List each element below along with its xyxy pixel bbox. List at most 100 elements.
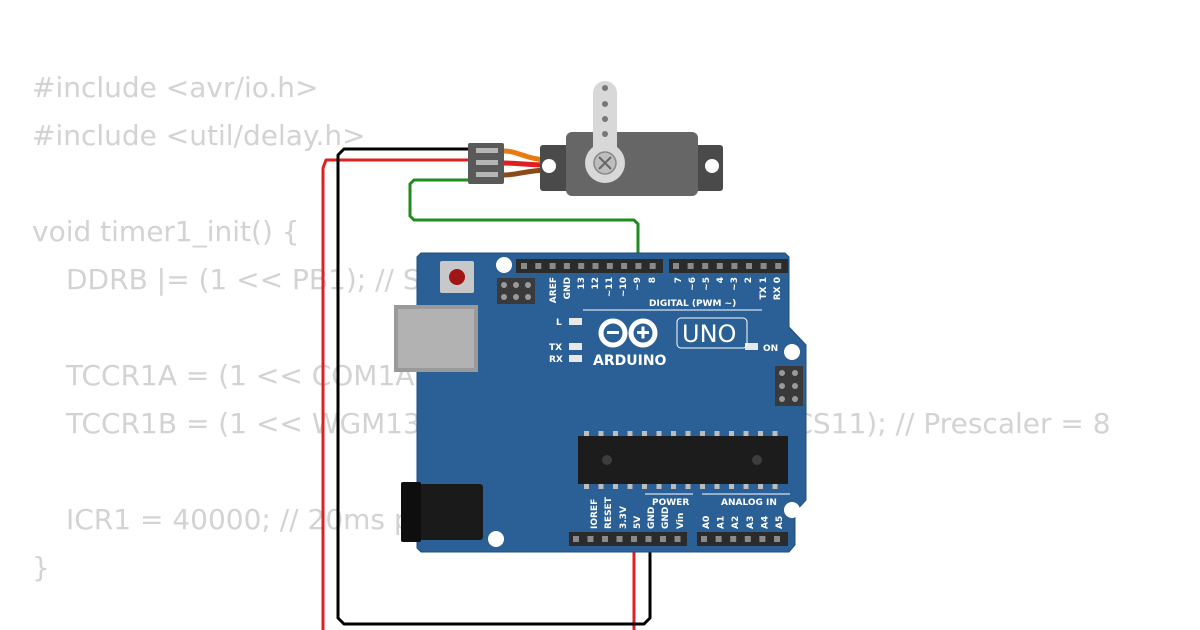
digital-header-left [516,259,663,273]
led-l: L [556,318,582,328]
brand-label: ARDUINO [593,353,667,369]
arduino-uno-board[interactable]: AREF GND 13 12 ~11 ~10 ~9 8 7 ~6 ~5 4 ~3 2 TX 1 RX 0 DI… [394,252,807,553]
icsp-header-top [497,278,535,304]
power-header [569,532,687,546]
pin-hole [578,263,585,269]
digital-pin-label: ~3 [730,277,740,291]
analog-header-label: ANALOG IN [721,498,777,508]
mounting-hole [784,502,800,518]
pin-hole [649,263,656,269]
model-badge [676,317,748,349]
digital-pin-holes [521,263,782,269]
digital-pin-label: ~11 [605,277,615,297]
digital-pin-label: 8 [648,277,658,283]
microcontroller-chip [578,431,788,489]
pin-hole [587,536,594,542]
analog-header [697,532,788,546]
digital-pin-label: TX 1 [759,277,769,299]
wire-gnd[interactable] [336,147,652,626]
pin-hole [730,536,737,542]
code-line: void timer1_init() { [32,215,300,248]
digital-pin-label: ~10 [619,277,629,297]
pin-hole [715,536,722,542]
servo-motor[interactable] [468,81,723,196]
digital-pin-labels: AREF GND 13 12 ~11 ~10 ~9 8 7 ~6 ~5 4 ~3 2 TX 1 RX 0 [549,277,783,303]
power-pin-label: GND [661,507,671,529]
led-on: ON [745,343,778,354]
svg-text:RX: RX [549,355,563,365]
pin-hole [774,536,780,542]
power-pin-label: Vin [676,513,686,529]
power-pin-label: GND [647,507,657,529]
pin-hole [775,263,782,269]
power-pin-label: RESET [604,496,614,529]
analog-pin-label: A2 [731,516,741,529]
pin-hole [716,263,723,269]
pin-hole [621,263,628,269]
code-line: } [32,551,50,584]
mounting-hole [784,344,800,360]
led-tx: TX [549,343,582,353]
pin-hole [521,263,527,269]
pin-hole [674,536,681,542]
power-pin-label: 5V [633,516,643,529]
digital-header-right [669,259,788,273]
digital-pin-label: 7 [674,277,684,283]
pin-hole [701,536,707,542]
analog-pin-label: A3 [746,516,756,529]
digital-pin-label: ~5 [702,277,712,291]
digital-pin-label: GND [563,277,573,299]
pin-hole [759,536,766,542]
svg-text:ON: ON [763,344,778,354]
pin-hole [631,536,637,542]
pin-hole [744,536,751,542]
pin-hole [687,263,694,269]
pin-hole [645,536,652,542]
digital-pin-label: RX 0 [773,277,783,300]
bottom-pin-holes [573,536,780,542]
analog-pin-label: A0 [702,516,712,529]
digital-pin-label: 13 [577,277,587,290]
analog-pin-label: A4 [760,516,770,529]
pin-hole [606,263,613,269]
usb-connector [394,305,478,372]
digital-pin-label: 2 [744,277,754,283]
digital-pin-label: 4 [716,277,726,283]
digital-header-label: DIGITAL (PWM ~) [649,299,736,309]
digital-pin-label: AREF [549,277,559,303]
pin-hole [563,263,570,269]
power-pin-label: 3.3V [619,506,629,529]
code-line: #include <util/delay.h> [32,119,366,152]
power-pin-label: IOREF [590,499,600,529]
pin-hole [760,263,767,269]
digital-pin-label: ~9 [633,277,643,291]
power-pin-labels: IOREF RESET 3.3V 5V GND GND Vin [590,496,686,529]
analog-pin-label: A5 [775,516,785,529]
pin-hole [660,536,666,542]
pin-hole [549,263,556,269]
wire-5v[interactable] [321,158,470,630]
svg-text:L: L [556,318,562,328]
led-rx: RX [549,355,582,365]
pin-hole [535,263,542,269]
pin-hole [602,536,608,542]
analog-pin-label: A1 [717,516,727,529]
pin-hole [731,263,738,269]
power-header-label: POWER [652,498,689,508]
power-jack [401,482,483,542]
pin-hole [635,263,642,269]
digital-pin-label: ~6 [688,277,698,291]
pin-hole [616,536,623,542]
pin-hole [592,263,599,269]
digital-pin-label: 12 [591,277,601,290]
pin-hole [573,536,579,542]
wire-signal[interactable] [408,178,640,266]
mounting-hole [496,257,512,273]
svg-text:TX: TX [549,343,562,353]
code-line: #include <avr/io.h> [32,71,319,104]
arduino-logo-icon [598,318,658,348]
pin-hole [673,263,679,269]
pin-hole [746,263,752,269]
mounting-hole [488,531,504,547]
